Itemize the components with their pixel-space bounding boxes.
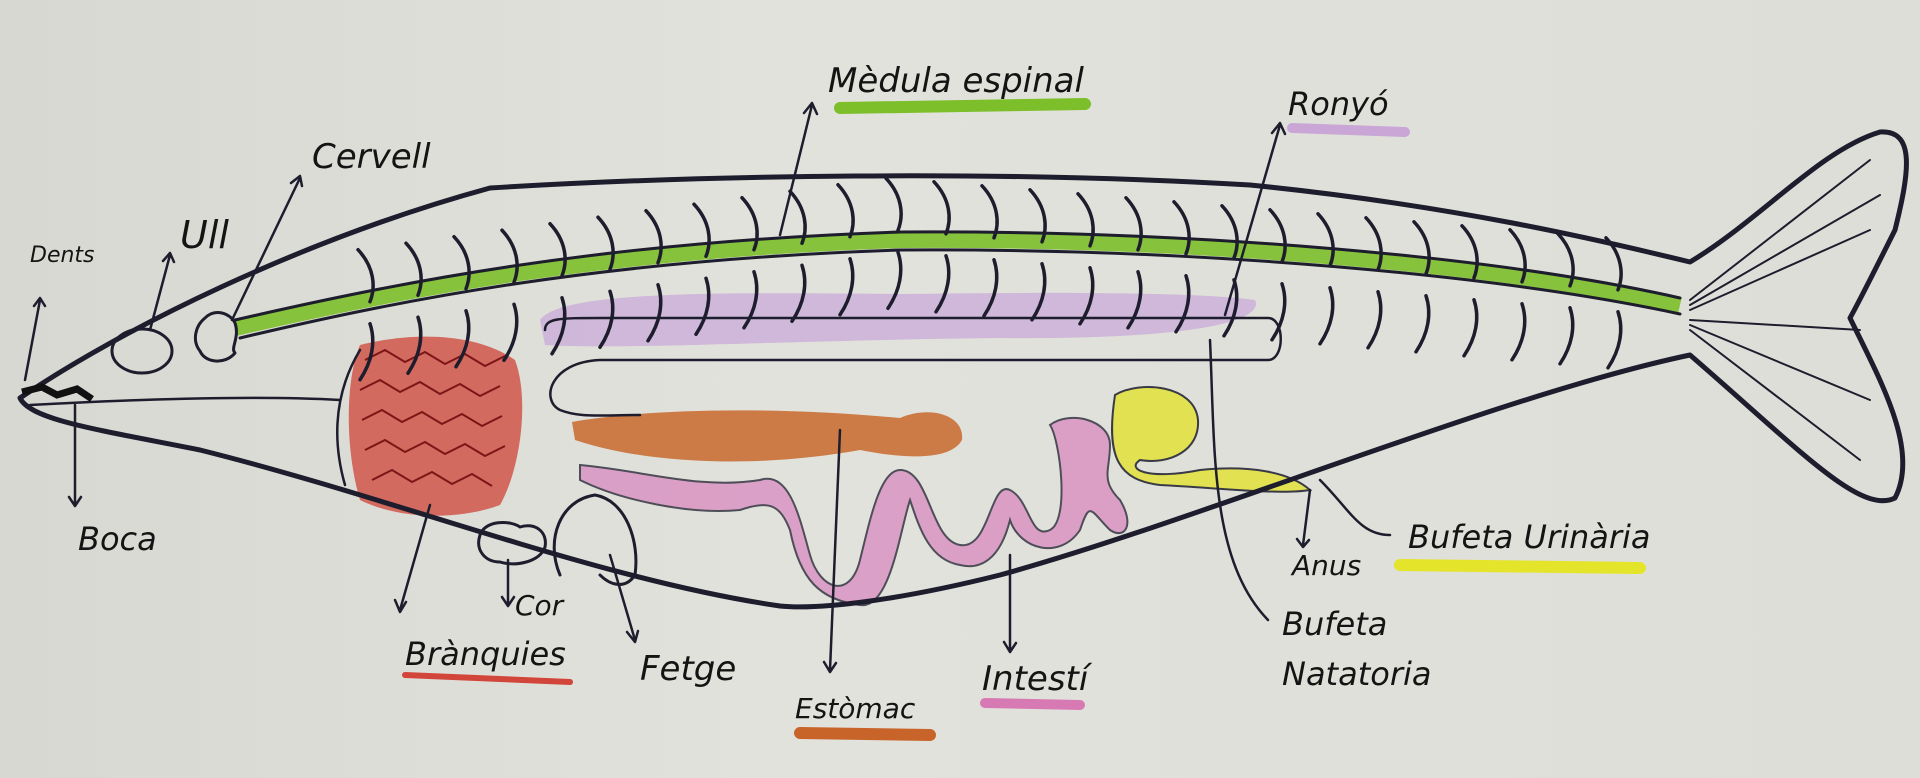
gills [348, 336, 523, 516]
liver [552, 493, 638, 586]
label-liver: Fetge [640, 649, 736, 689]
heart [477, 521, 547, 566]
label-swim-bladder-line2: Natatoria [1282, 655, 1431, 693]
rib-ventral [1270, 282, 1287, 342]
rib-dorsal [1460, 224, 1479, 280]
rib-dorsal [1172, 200, 1191, 256]
rib-ventral [1558, 306, 1575, 366]
mouth-line [28, 396, 342, 407]
teeth [21, 383, 94, 402]
urinary-bladder [1111, 386, 1313, 493]
rib-ventral [982, 258, 999, 318]
intestine [579, 416, 1129, 607]
rib-ventral [934, 254, 951, 314]
rib-dorsal [836, 183, 855, 239]
ribs [356, 176, 1623, 382]
rib-dorsal [932, 180, 951, 236]
label-spinal-cord: Mèdula espinal [828, 61, 1085, 101]
rib-ventral [1174, 274, 1191, 334]
swim-bladder [543, 316, 1282, 417]
rib-ventral [1366, 290, 1383, 350]
rib-dorsal [596, 215, 615, 271]
rib-ventral [1318, 286, 1335, 346]
rib-dorsal [548, 221, 567, 278]
underline-intestine [980, 698, 1085, 710]
operculum [336, 348, 362, 487]
rib-dorsal [500, 228, 519, 284]
label-eye: Ull [180, 213, 229, 257]
label-anus: Anus [1290, 549, 1361, 582]
leader-lines [23, 101, 1392, 674]
rib-dorsal [644, 209, 663, 265]
label-swim-bladder-line1: Bufeta [1282, 605, 1387, 643]
rib-ventral [646, 283, 663, 343]
label-brain: Cervell [312, 137, 431, 177]
rib-dorsal [1556, 232, 1575, 288]
rib-ventral [838, 257, 855, 317]
underline-stomach [794, 727, 936, 741]
rib-dorsal [1316, 212, 1335, 268]
label-mouth: Boca [78, 520, 157, 558]
label-gills: Brànquies [405, 635, 566, 673]
rib-dorsal [980, 184, 999, 240]
rib-ventral [886, 250, 903, 311]
rib-ventral [1222, 278, 1239, 338]
fish-body-outline [17, 129, 1909, 610]
rib-dorsal [1268, 208, 1287, 264]
stomach [572, 410, 963, 462]
rib-ventral [550, 295, 567, 356]
rib-dorsal [1076, 192, 1095, 248]
rib-ventral [406, 315, 423, 375]
rib-dorsal [740, 196, 759, 252]
label-heart: Cor [515, 589, 565, 622]
rib-dorsal [452, 234, 471, 291]
brain [193, 311, 238, 363]
label-stomach: Estòmac [795, 692, 916, 725]
spinal-cord [233, 231, 1682, 336]
underline-gills [402, 672, 573, 685]
label-urinary-bladder: Bufeta Urinària [1408, 518, 1651, 556]
rib-ventral [1126, 270, 1143, 330]
underline-spinal-cord [834, 98, 1091, 114]
underline-urinary-bladder [1394, 559, 1646, 574]
gill-lamellae [359, 348, 506, 487]
tail-rays [1689, 159, 1881, 461]
label-kidney: Ronyó [1288, 85, 1389, 123]
rib-ventral [358, 321, 375, 382]
rib-ventral [598, 289, 615, 349]
rib-ventral [1030, 262, 1047, 322]
rib-dorsal [356, 247, 375, 304]
rib-dorsal [1412, 220, 1431, 276]
rib-dorsal [1220, 204, 1239, 260]
kidney [540, 292, 1256, 347]
rib-ventral [1414, 294, 1431, 354]
rib-ventral [790, 263, 807, 324]
rib-dorsal [404, 241, 423, 297]
rib-ventral [1606, 310, 1623, 370]
rib-ventral [1078, 266, 1095, 326]
label-teeth: Dents [30, 243, 95, 268]
rib-dorsal [1028, 188, 1047, 244]
rib-ventral [694, 276, 711, 337]
rib-ventral [1510, 302, 1527, 362]
rib-ventral [454, 308, 471, 369]
eye [110, 327, 174, 375]
rib-dorsal [788, 189, 807, 246]
rib-ventral [742, 270, 759, 330]
underline-kidney [1287, 123, 1410, 137]
label-intestine: Intestí [982, 659, 1093, 699]
rib-dorsal [692, 202, 711, 259]
rib-dorsal [1508, 228, 1527, 284]
rib-dorsal [884, 176, 903, 233]
rib-ventral [1462, 298, 1479, 358]
rib-dorsal [1124, 196, 1143, 252]
rib-ventral [502, 302, 519, 362]
rib-dorsal [1364, 216, 1383, 272]
